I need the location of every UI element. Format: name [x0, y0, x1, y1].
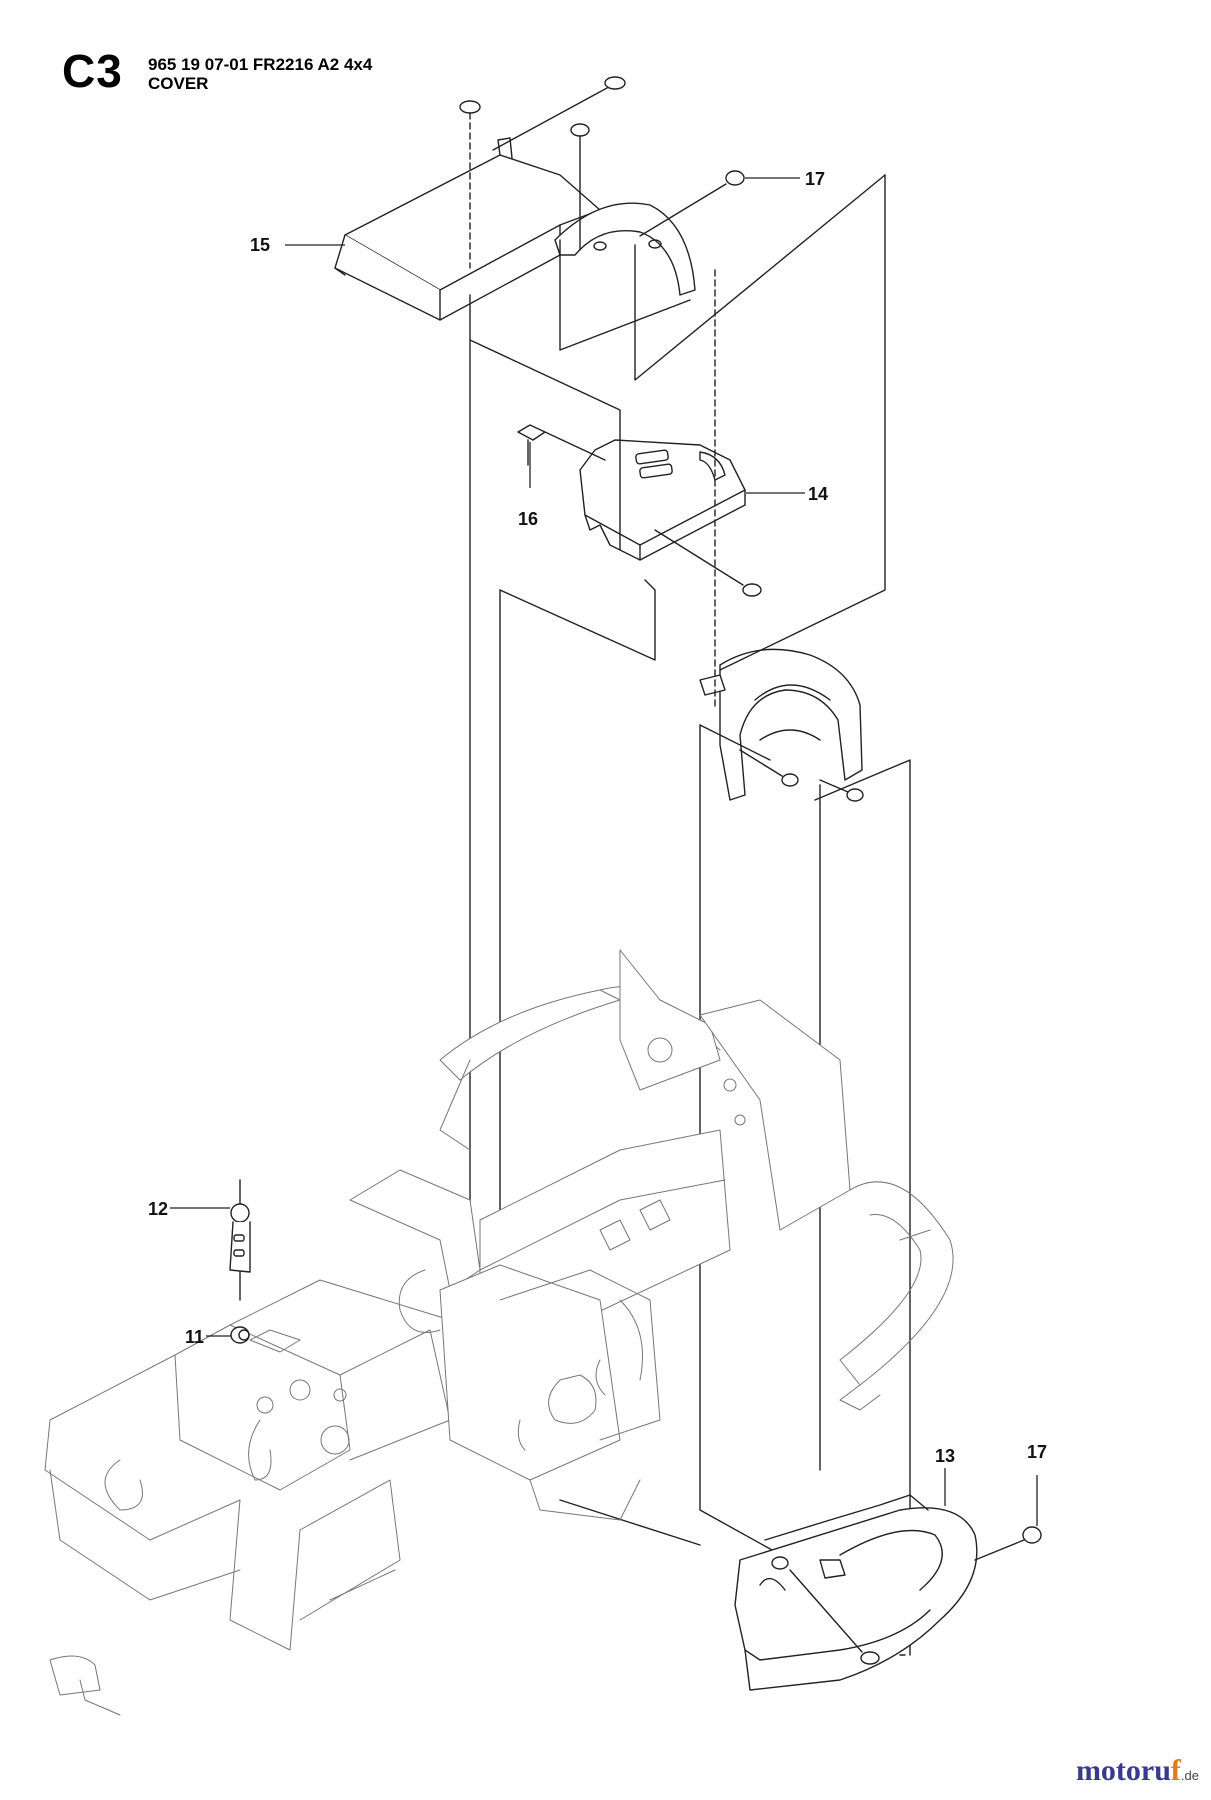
- diagram-header: 965 19 07-01 FR2216 A2 4x4 COVER: [148, 55, 372, 93]
- screw-top-1: [459, 100, 481, 269]
- part-13-side-cover: [734, 1494, 978, 1691]
- part-17-screw-bottom: [974, 1526, 1042, 1561]
- screw-top-2: [492, 76, 626, 151]
- part-13-screw: [771, 1556, 880, 1665]
- diagram-title: COVER: [148, 74, 209, 93]
- part-12-clip: [229, 1203, 251, 1273]
- model-line: 965 19 07-01 FR2216 A2 4x4: [148, 55, 373, 74]
- callout-11: 11: [185, 1327, 204, 1347]
- callout-12: 12: [148, 1199, 168, 1219]
- screw-housing: [654, 529, 762, 597]
- callout-17-top: 17: [805, 169, 825, 189]
- shroud-screw-right: [819, 779, 864, 802]
- callout-labels: 15 17 14 16 12 11 13 17: [148, 169, 1047, 1466]
- callout-leaders: [170, 177, 1038, 1526]
- part-11-bushing: [230, 1326, 250, 1344]
- callout-16: 16: [518, 509, 538, 529]
- part-15-top-cover: [334, 137, 696, 321]
- part-16-clip: [517, 424, 606, 466]
- chassis-frame: [44, 949, 954, 1716]
- steering-shroud: [699, 648, 863, 801]
- assembly-guide-lines: [239, 174, 911, 1656]
- watermark-logo: motoruf.de: [1075, 1754, 1199, 1787]
- part-14-housing: [579, 439, 746, 561]
- callout-14: 14: [808, 484, 828, 504]
- callout-15: 15: [250, 235, 270, 255]
- shroud-screw-left: [739, 749, 799, 787]
- part-17-screw-top: [639, 170, 745, 237]
- screw-top-3: [570, 123, 590, 251]
- callout-17-bottom: 17: [1027, 1442, 1047, 1462]
- section-code: C3: [62, 45, 123, 97]
- callout-13: 13: [935, 1446, 955, 1466]
